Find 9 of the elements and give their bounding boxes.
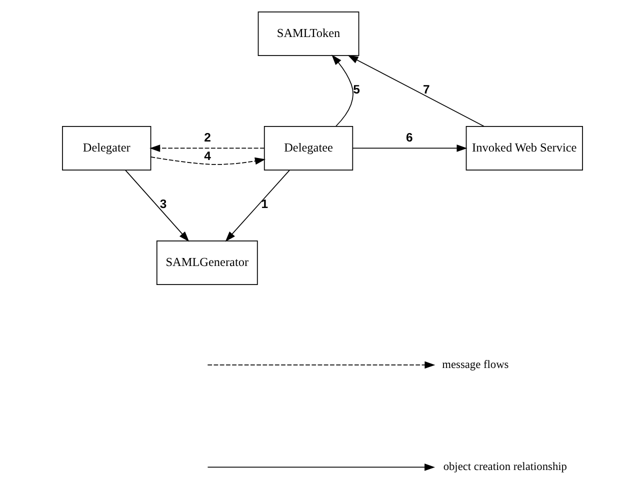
legend-label: message flows: [442, 358, 508, 371]
edge-label: 2: [204, 130, 210, 144]
edge-label: 4: [204, 148, 210, 163]
edge-label: 7: [422, 82, 430, 96]
legend-label: object creation relationship: [442, 461, 566, 474]
edge-label: 5: [352, 82, 360, 96]
edge-label: 3: [159, 196, 166, 211]
edge-label: 1: [260, 196, 268, 211]
edge-label: 6: [405, 130, 412, 144]
